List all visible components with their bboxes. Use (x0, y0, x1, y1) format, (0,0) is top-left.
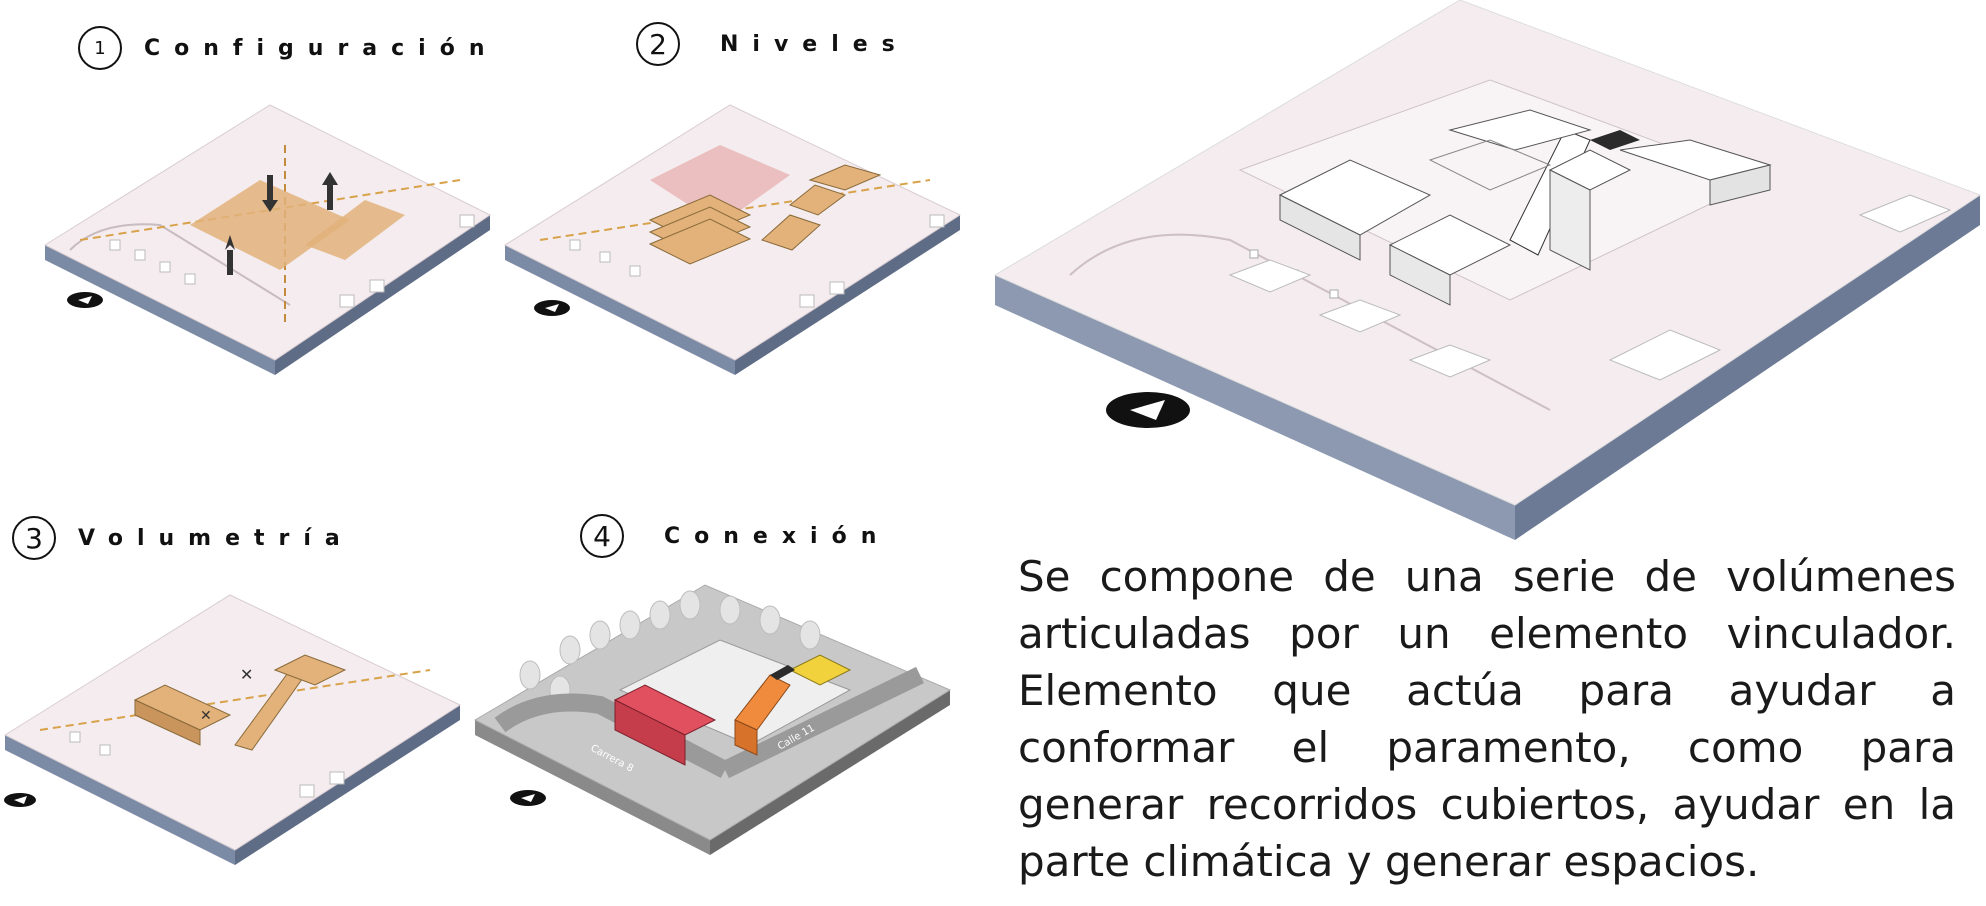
step-3-number: 3 (12, 516, 56, 560)
step-2-header: 2 Niveles (636, 22, 909, 66)
trees (519, 590, 821, 705)
neighbour-block-3 (1408, 344, 1492, 378)
step-4-header: 4 Conexión (580, 514, 890, 558)
step-4-number: 4 (580, 514, 624, 558)
step-3-header: 3 Volumetría (12, 516, 354, 560)
neighbour-block-2 (1318, 299, 1402, 333)
building-row (109, 239, 121, 251)
building-block-1-side (1279, 194, 1361, 261)
stack-left-3 (648, 218, 752, 265)
step-3-title: Volumetría (78, 525, 354, 551)
stack-right-1 (761, 214, 821, 251)
step-2-diagram (503, 104, 962, 375)
volume-left-side (134, 699, 201, 746)
volume-a (190, 180, 350, 270)
neighbour-block-4 (1608, 329, 1722, 381)
arrow-up-3 (322, 172, 338, 185)
arrow-shaft-1 (227, 250, 233, 275)
slab-side-right (1515, 195, 1980, 540)
slab-side-right (275, 215, 490, 375)
dark-link (770, 665, 795, 680)
ground-plane (3, 594, 462, 851)
arrow-shaft-2 (267, 175, 273, 200)
arrow-up-1 (225, 235, 235, 250)
stack-right-3 (808, 164, 882, 191)
street-curve (494, 693, 730, 778)
volume-b (305, 200, 405, 260)
cross-mark-2: ✕ (200, 708, 212, 724)
step-2-title: Niveles (720, 31, 909, 57)
site-block (618, 639, 852, 746)
dark-roof (1590, 130, 1640, 150)
cross-mark-1: ✕ (240, 665, 253, 684)
street-curve (1069, 233, 1551, 411)
red-block-side (614, 699, 686, 766)
description-text: Se compone de una serie de volúmenes art… (1018, 552, 1956, 886)
orange-block-side (734, 719, 758, 756)
arrow-shaft-3 (327, 185, 333, 210)
slab-side-left (995, 275, 1515, 540)
stack-right-2 (788, 184, 847, 216)
step-1-title: Configuración (144, 35, 499, 61)
building-block-4-side (1709, 164, 1771, 206)
step-1-header: 1 Configuración (78, 26, 499, 70)
building-block-3-side (1549, 169, 1591, 271)
step-3-diagram: ✕ ✕ (3, 594, 462, 865)
volume-pink (650, 145, 790, 225)
step-4-title: Conexión (664, 523, 891, 549)
yellow-block (788, 654, 852, 686)
main-axonometric-view (993, 0, 1982, 540)
sports-court (1428, 139, 1552, 191)
volume-top (273, 654, 347, 686)
street-curve (69, 223, 291, 306)
step-2-number: 2 (636, 22, 680, 66)
neighbour-block-5 (1858, 194, 1952, 233)
step-4-diagram: Carrera 8 Calle 11 (473, 584, 952, 855)
slab-side-left (45, 245, 275, 375)
neighbour-block-1 (1228, 259, 1312, 293)
arrow-down-2 (262, 200, 278, 212)
step-1-diagram (43, 104, 491, 375)
building-block-5 (1448, 109, 1592, 151)
building-block-2-side (1389, 244, 1451, 306)
step-1-number: 1 (78, 26, 122, 70)
